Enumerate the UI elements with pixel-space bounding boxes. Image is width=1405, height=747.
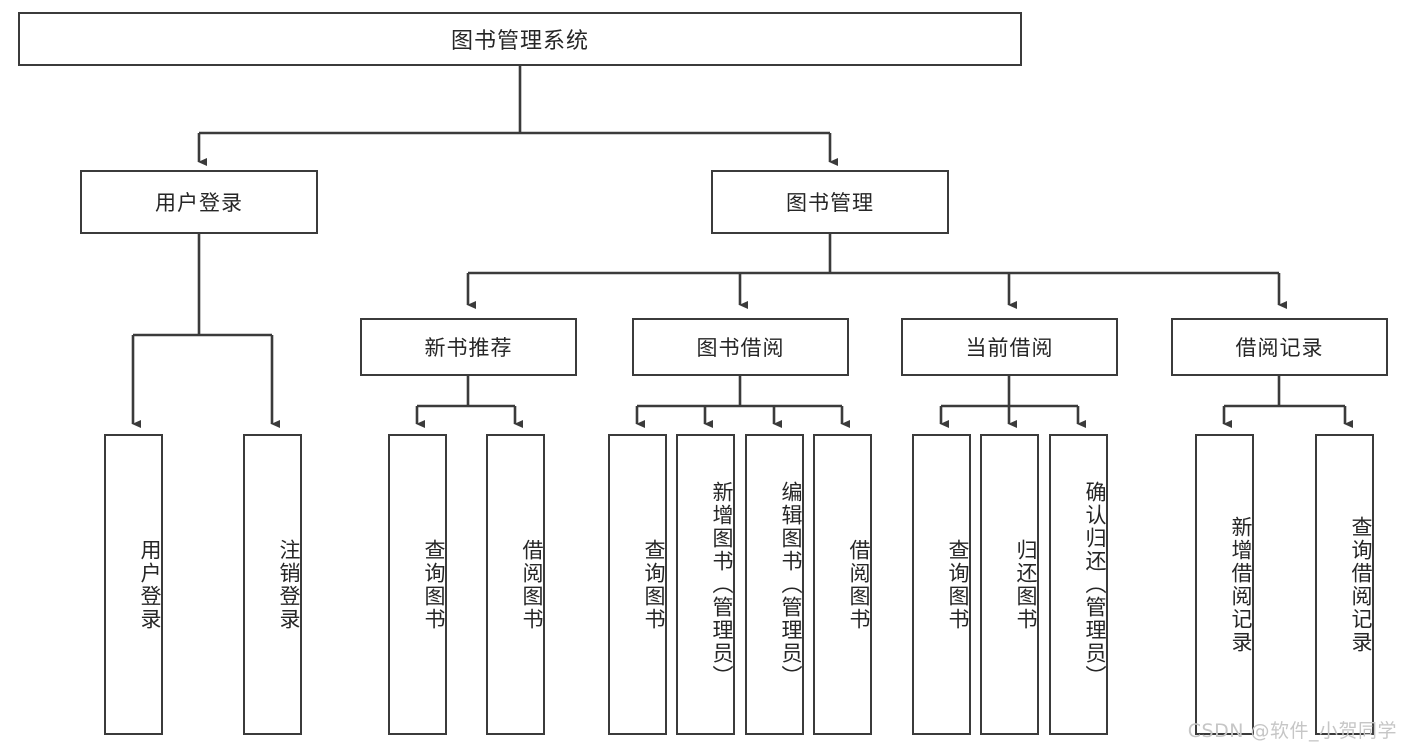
node-book-borrow[interactable]: 图书借阅: [632, 318, 849, 376]
leaf-record-query-record[interactable]: 查询借阅记录: [1315, 434, 1374, 735]
node-label: 用户登录: [138, 538, 162, 631]
node-label: 注销登录: [277, 538, 301, 631]
node-label: 归还图书: [1014, 538, 1038, 631]
node-label: 查询图书: [946, 538, 970, 631]
node-label: 查询图书: [422, 538, 446, 631]
node-new-book-recommend[interactable]: 新书推荐: [360, 318, 577, 376]
leaf-record-add-record[interactable]: 新增借阅记录: [1195, 434, 1254, 735]
node-book-management[interactable]: 图书管理: [711, 170, 949, 234]
node-label: 图书借阅: [696, 336, 785, 360]
node-label: 新增借阅记录: [1229, 515, 1253, 654]
leaf-recommend-query-book[interactable]: 查询图书: [388, 434, 447, 735]
node-user-login[interactable]: 用户登录: [80, 170, 318, 234]
leaf-current-query-book[interactable]: 查询图书: [912, 434, 971, 735]
node-label: 新书推荐: [424, 336, 513, 360]
leaf-borrow-add-book[interactable]: 新增图书（管理员）: [676, 434, 735, 735]
node-label: 借阅记录: [1235, 336, 1324, 360]
node-label: 图书管理: [786, 191, 874, 215]
node-label: 确认归还（管理员）: [1083, 481, 1107, 688]
node-label: 新增图书（管理员）: [710, 481, 734, 688]
leaf-user-login[interactable]: 用户登录: [104, 434, 163, 735]
node-label: 编辑图书（管理员）: [779, 481, 803, 688]
node-root-system[interactable]: 图书管理系统: [18, 12, 1022, 66]
node-borrow-record[interactable]: 借阅记录: [1171, 318, 1388, 376]
leaf-current-return-book[interactable]: 归还图书: [980, 434, 1039, 735]
node-current-borrow[interactable]: 当前借阅: [901, 318, 1118, 376]
leaf-borrow-borrow-book[interactable]: 借阅图书: [813, 434, 872, 735]
leaf-borrow-edit-book[interactable]: 编辑图书（管理员）: [745, 434, 804, 735]
leaf-borrow-query-book[interactable]: 查询图书: [608, 434, 667, 735]
node-label: 用户登录: [155, 191, 243, 215]
node-label: 图书管理系统: [450, 29, 589, 54]
node-label: 查询借阅记录: [1349, 515, 1373, 654]
node-label: 当前借阅: [965, 336, 1054, 360]
node-label: 借阅图书: [520, 538, 544, 631]
csdn-watermark: CSDN @软件_小贺同学: [1187, 720, 1397, 742]
leaf-recommend-borrow-book[interactable]: 借阅图书: [486, 434, 545, 735]
node-label: 查询图书: [642, 538, 666, 631]
leaf-current-confirm-return[interactable]: 确认归还（管理员）: [1049, 434, 1108, 735]
leaf-user-logout[interactable]: 注销登录: [243, 434, 302, 735]
node-label: 借阅图书: [847, 538, 871, 631]
